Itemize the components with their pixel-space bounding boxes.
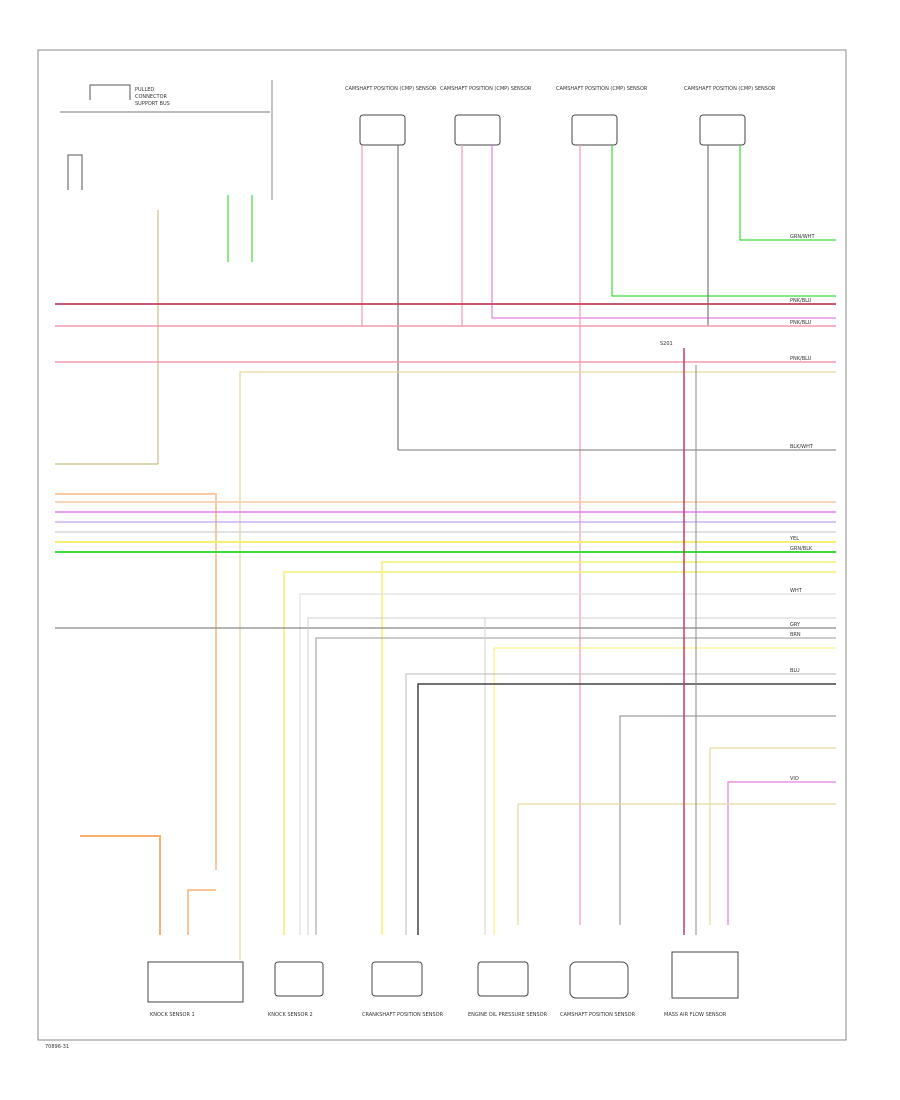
wire-label-1: PNK/BLU [790,298,812,304]
component-label-4: ENGINE OIL PRESSURE SENSOR [468,1012,548,1018]
component-label-2: KNOCK SENSOR 2 [268,1012,313,1018]
legend-note-2: CONNECTOR [135,94,168,100]
component-label-5: CAMSHAFT POSITION SENSOR [560,1012,636,1018]
component-label-6: MASS AIR FLOW SENSOR [664,1012,727,1018]
wire-label-7: YEL [789,536,799,542]
component-label-3: CRANKSHAFT POSITION SENSOR [362,1012,444,1018]
bus-wires-upper [55,303,836,960]
wire-labels-right: PNK/BLU PNK/BLU PNK/BLU GRN/WHT BLK/WHT … [789,234,815,782]
bus-wires-lower [55,348,836,935]
sensor-wires [157,145,836,925]
bottom-components: KNOCK SENSOR 1 KNOCK SENSOR 2 CRANKSHAFT… [147,951,739,1018]
wire-label-3: PNK/BLU [790,356,812,362]
wire-label-12: VIO [790,776,799,782]
wire-label-8: WHT [790,588,803,594]
wire-label-9: GRY [790,622,801,628]
wire-label-5: BLK/WHT [790,444,814,450]
legend-note-3: SUPPORT BUS [135,101,170,107]
sensor-label-3: CAMSHAFT POSITION (CMP) SENSOR [556,86,648,92]
diagram-border [37,49,847,1041]
legend-bottom-left [80,835,216,935]
wire-label-11: BLU [790,668,800,674]
page-code: 70896-31 [45,1044,69,1050]
sensor-connectors-top: CAMSHAFT POSITION (CMP) SENSOR CAMSHAFT … [345,86,776,146]
legend-note-1: PULLED [135,87,154,93]
wire-label-4: GRN/WHT [790,234,815,240]
wire-label-10: BRN [790,632,801,638]
sensor-label-1: CAMSHAFT POSITION (CMP) SENSOR [345,86,437,92]
wire-label-2: PNK/BLU [790,320,812,326]
component-label-1: KNOCK SENSOR 1 [150,1012,195,1018]
legend-top-left: PULLED CONNECTOR SUPPORT BUS [60,80,273,200]
splice-label: S201 [660,341,673,347]
wire-label-6: GRN/BLK [790,546,813,552]
sensor-label-2: CAMSHAFT POSITION (CMP) SENSOR [440,86,532,92]
sensor-label-4: CAMSHAFT POSITION (CMP) SENSOR [684,86,776,92]
